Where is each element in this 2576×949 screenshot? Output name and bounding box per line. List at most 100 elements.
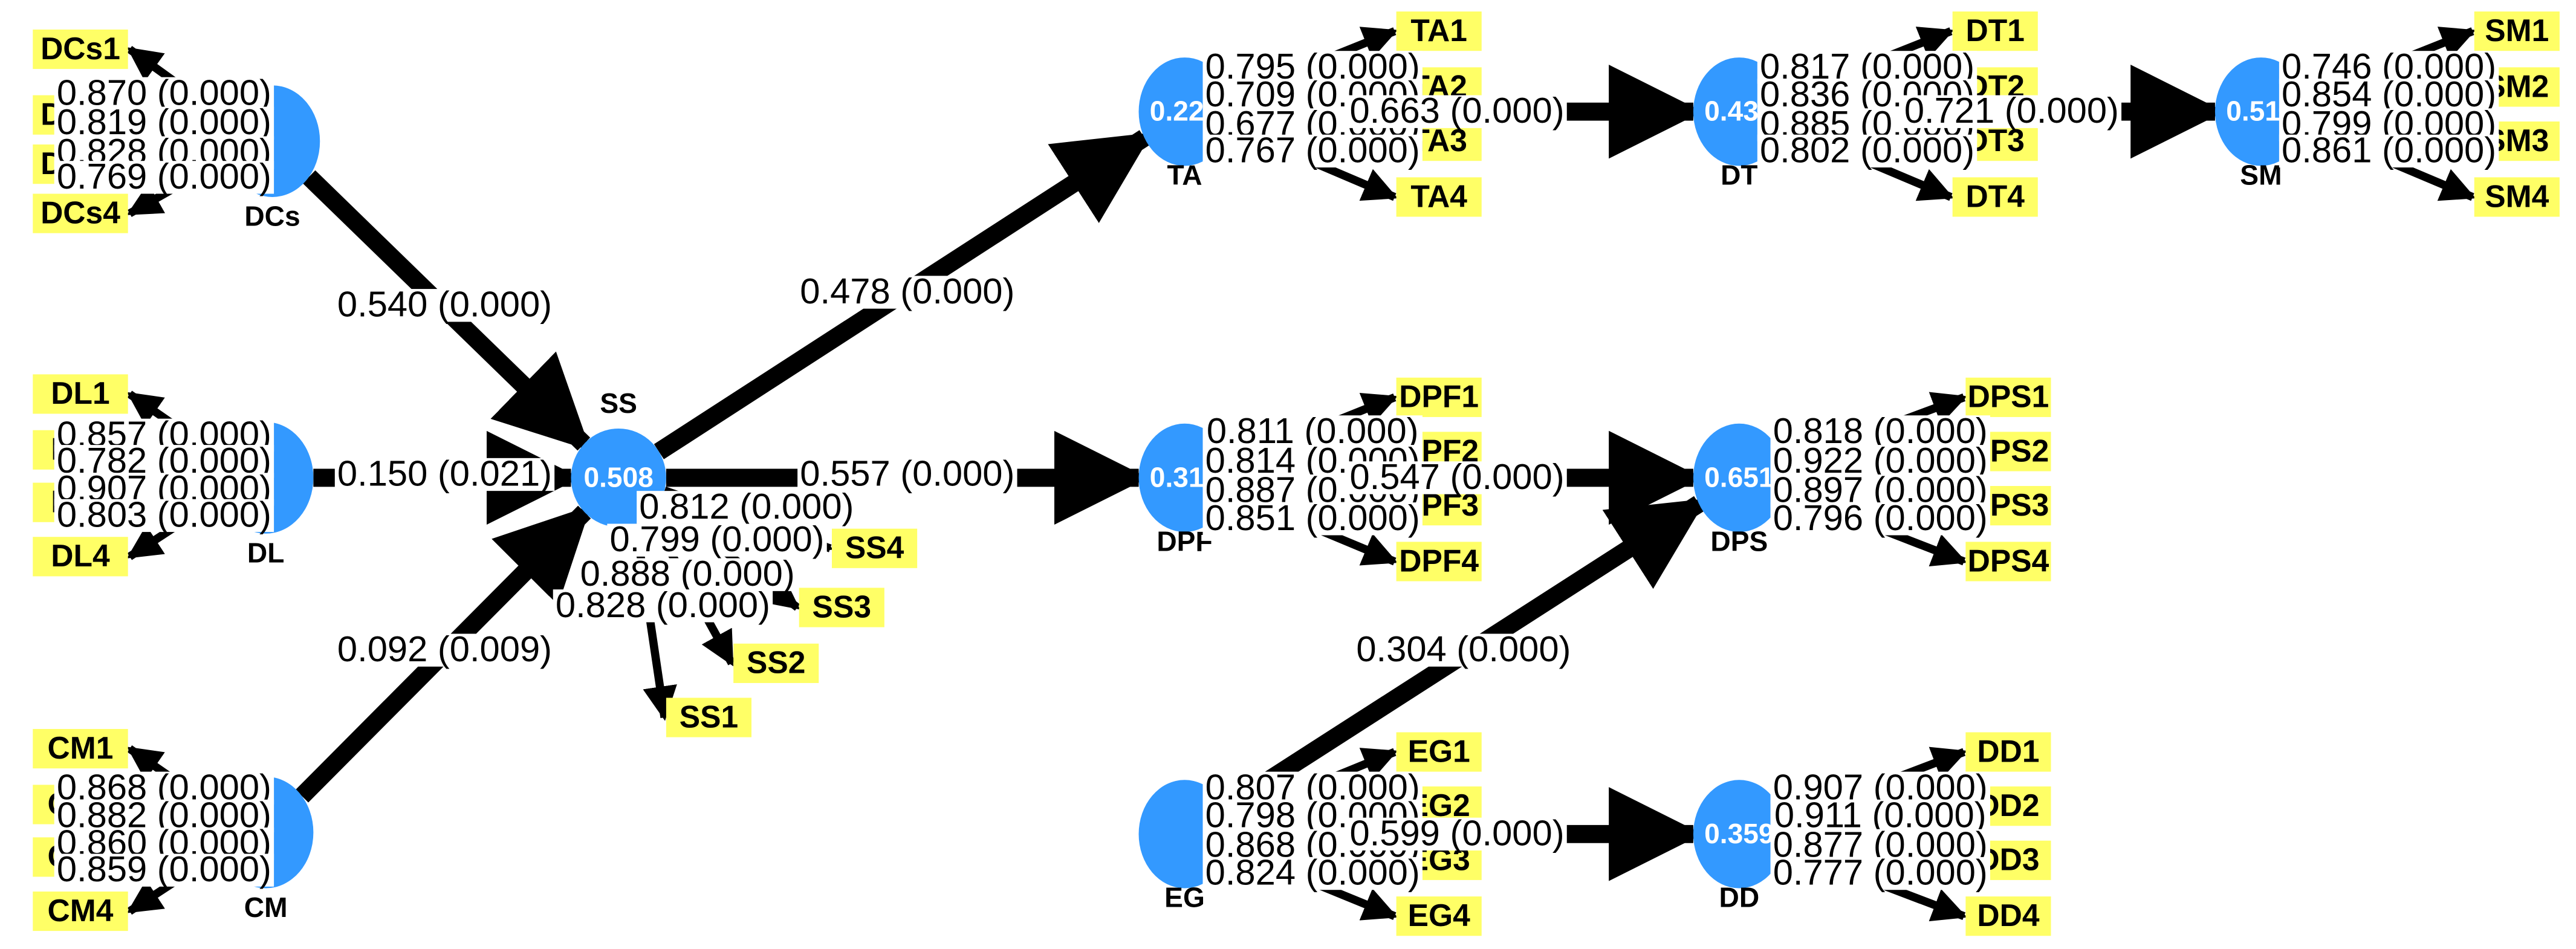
indicator-label: DD4 <box>1977 898 2039 933</box>
label-backdrop <box>54 77 274 110</box>
indicator-box: SM1 <box>2474 11 2560 51</box>
label-backdrop <box>1347 461 1567 494</box>
indicator-rect <box>666 698 752 737</box>
coefficient-labels-layer: 0.870 (0.000)0.819 (0.000)0.828 (0.000)0… <box>54 46 2499 893</box>
indicator-rect <box>1952 11 2038 51</box>
outer-loading-label: 0.802 (0.000) <box>1757 129 1977 170</box>
coefficient-value: 0.922 (0.000) <box>1773 440 1988 481</box>
label-backdrop <box>54 161 274 194</box>
indicator-label: EG1 <box>1408 733 1470 768</box>
outer-loading-label: 0.803 (0.000) <box>54 494 274 534</box>
outer-loading-label: 0.796 (0.000) <box>1770 497 1990 538</box>
indicator-label: DPS4 <box>1968 543 2049 578</box>
outer-loading-label: 0.861 (0.000) <box>2279 129 2499 170</box>
indicator-label: DCs1 <box>41 31 120 66</box>
label-backdrop <box>1770 502 1990 536</box>
indicator-box: SS2 <box>733 643 819 683</box>
label-backdrop <box>1202 502 1423 536</box>
indicator-box: DL4 <box>33 537 128 577</box>
label-backdrop <box>1202 51 1423 84</box>
coefficient-value: 0.859 (0.000) <box>57 849 271 889</box>
indicator-label: DD1 <box>1977 733 2039 768</box>
indicator-box: DT4 <box>1952 177 2038 217</box>
structural-path-label: 0.663 (0.000) <box>1347 90 1567 131</box>
indicator-rect <box>33 729 128 769</box>
coefficient-value: 0.304 (0.000) <box>1356 629 1571 669</box>
label-backdrop <box>1770 445 1990 478</box>
indicator-rect <box>1396 11 1482 51</box>
indicator-rect <box>33 891 128 931</box>
indicator-box: EG4 <box>1396 896 1482 936</box>
indicator-label: SS4 <box>845 530 904 565</box>
label-backdrop <box>1757 51 1977 84</box>
latent-ellipse <box>1693 423 1785 533</box>
outer-loading-label: 0.799 (0.000) <box>607 519 827 559</box>
indicator-box: DPF1 <box>1396 377 1482 417</box>
indicator-rect <box>1396 732 1482 772</box>
indicator-rect <box>832 528 918 568</box>
label-backdrop <box>334 633 555 667</box>
indicator-rect <box>33 537 128 577</box>
label-backdrop <box>1202 771 1423 805</box>
indicator-label: EG4 <box>1408 898 1470 933</box>
coefficient-value: 0.818 (0.000) <box>1773 410 1988 451</box>
latent-name-label: DL <box>247 537 284 568</box>
outer-loading-label: 0.818 (0.000) <box>1770 410 1990 451</box>
label-backdrop <box>2279 51 2499 84</box>
indicator-rect <box>33 29 128 70</box>
coefficient-value: 0.799 (0.000) <box>609 519 824 559</box>
indicator-label: SS1 <box>680 699 738 734</box>
label-backdrop <box>607 523 827 557</box>
indicator-box: DCs1 <box>33 29 128 70</box>
indicator-rect <box>33 374 128 414</box>
label-backdrop <box>54 499 274 533</box>
label-backdrop <box>1347 817 1567 851</box>
label-backdrop <box>637 491 857 524</box>
outer-loading-label: 0.811 (0.000) <box>1202 410 1423 451</box>
indicator-rect <box>1396 177 1482 217</box>
outer-loading-label: 0.859 (0.000) <box>54 849 274 889</box>
coefficient-value: 0.828 (0.000) <box>556 585 770 625</box>
structural-path-label: 0.540 (0.000) <box>334 284 555 325</box>
coefficient-value: 0.777 (0.000) <box>1773 852 1988 893</box>
label-backdrop <box>334 458 555 491</box>
label-backdrop <box>1757 134 1977 168</box>
latent-r2-value: 0.508 <box>583 461 653 493</box>
latent-name-label: TA <box>1167 160 1202 191</box>
indicator-label: DPF1 <box>1399 379 1479 414</box>
indicator-label: SM1 <box>2485 13 2549 48</box>
structural-path-label: 0.721 (0.000) <box>1901 90 2122 131</box>
indicator-label: DL4 <box>51 538 110 573</box>
label-backdrop <box>1202 857 1423 890</box>
latent-name-label: DT <box>1721 160 1757 191</box>
label-backdrop <box>1770 857 1990 890</box>
label-backdrop <box>54 106 274 140</box>
label-backdrop <box>1354 633 1574 667</box>
structural-path-label: 0.304 (0.000) <box>1354 629 1574 669</box>
coefficient-value: 0.854 (0.000) <box>2282 74 2496 114</box>
indicator-rect <box>2474 11 2560 51</box>
label-backdrop <box>1770 771 1990 805</box>
coefficient-value: 0.557 (0.000) <box>800 453 1014 493</box>
indicator-rect <box>799 588 884 627</box>
outer-loading-label: 0.767 (0.000) <box>1202 129 1423 170</box>
label-backdrop <box>2279 134 2499 168</box>
outer-loading-label: 0.870 (0.000) <box>54 72 274 112</box>
latent-ellipse <box>1693 780 1785 889</box>
coefficient-value: 0.861 (0.000) <box>2282 129 2496 170</box>
indicator-label: DPF4 <box>1399 543 1479 578</box>
outer-loading-label: 0.828 (0.000) <box>553 585 773 625</box>
indicator-label: SS3 <box>813 589 871 624</box>
latent-name-label: SS <box>600 387 637 419</box>
indicator-label: SM4 <box>2485 178 2549 213</box>
indicator-rect <box>1952 177 2038 217</box>
indicator-rect <box>2474 177 2560 217</box>
structural-path-label: 0.092 (0.009) <box>334 629 555 669</box>
indicator-label: DT1 <box>1966 13 2025 48</box>
indicator-box: DL1 <box>33 374 128 414</box>
indicator-rect <box>1965 542 2051 581</box>
coefficient-value: 0.796 (0.000) <box>1773 497 1988 538</box>
coefficient-value: 0.721 (0.000) <box>1904 90 2119 131</box>
indicator-label: CM4 <box>48 893 114 928</box>
